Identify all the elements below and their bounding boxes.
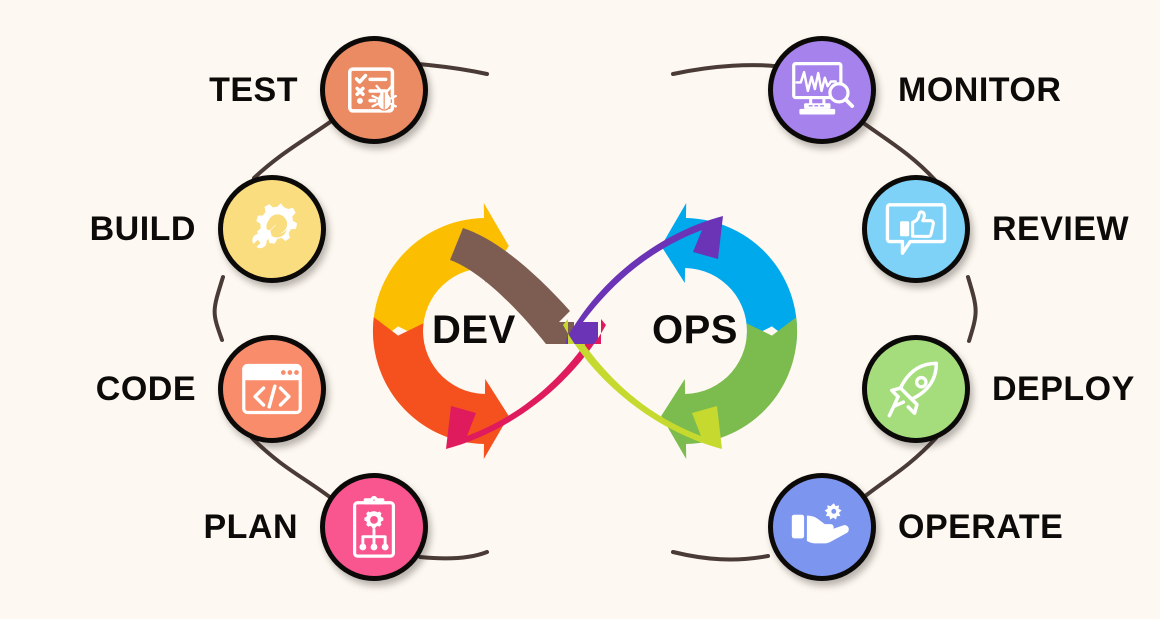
stage-label-operate: OPERATE [898, 508, 1064, 546]
ops-label: OPS [652, 308, 738, 352]
stage-node-code[interactable]: CODE [96, 335, 326, 443]
dev-label: DEV [432, 308, 516, 352]
loop-segment-ops-upper-right [661, 203, 798, 345]
loop-segment-dev-upper-right [450, 228, 574, 344]
stage-node-review[interactable]: REVIEW [862, 175, 1129, 283]
stage-label-deploy: DEPLOY [992, 370, 1135, 408]
connector-arc [250, 436, 333, 500]
connector-arc [671, 550, 770, 562]
feedback-thumbsup-icon [884, 199, 948, 259]
checklist-bug-icon [343, 59, 405, 121]
stage-label-test: TEST [209, 71, 298, 109]
code-window-icon [240, 361, 304, 417]
stage-circle-operate[interactable] [768, 473, 876, 581]
stage-label-build: BUILD [89, 210, 196, 248]
stage-label-code: CODE [95, 370, 196, 408]
clipboard-workflow-icon [344, 495, 404, 559]
loop-segment-ops-lower-right [661, 317, 798, 459]
stage-label-plan: PLAN [203, 508, 298, 546]
stage-node-monitor[interactable]: MONITOR [768, 36, 1061, 144]
stage-circle-review[interactable] [862, 175, 970, 283]
stage-circle-code[interactable] [218, 335, 326, 443]
connector-arc [212, 275, 225, 342]
gear-wrench-icon [240, 197, 304, 261]
stage-label-review: REVIEW [992, 210, 1130, 248]
loop-segment-ops-lower-left [563, 319, 722, 449]
hand-gear-icon [789, 502, 855, 552]
stage-circle-deploy[interactable] [862, 335, 970, 443]
stage-circle-build[interactable] [218, 175, 326, 283]
stage-node-plan[interactable]: PLAN [203, 473, 428, 581]
connector-arc [862, 436, 938, 499]
stage-node-deploy[interactable]: DEPLOY [862, 335, 1135, 443]
stage-circle-monitor[interactable] [768, 36, 876, 144]
connector-arc [418, 550, 489, 561]
connector-arc [252, 118, 335, 180]
stage-label-monitor: MONITOR [898, 71, 1062, 109]
stage-node-test[interactable]: TEST [209, 36, 428, 144]
stage-node-operate[interactable]: OPERATE [768, 473, 1063, 581]
loop-segment-dev-lower-left [372, 317, 509, 459]
stage-circle-plan[interactable] [320, 473, 428, 581]
loop-segment-ops-upper-left [566, 216, 723, 344]
stage-circle-test[interactable] [320, 36, 428, 144]
connector-arc [966, 275, 978, 343]
rocket-icon [885, 358, 947, 420]
loop-segment-dev-lower-right [446, 319, 606, 449]
monitor-analytics-icon [789, 59, 855, 121]
stage-node-build[interactable]: BUILD [90, 175, 326, 283]
connector-arc [860, 120, 937, 182]
